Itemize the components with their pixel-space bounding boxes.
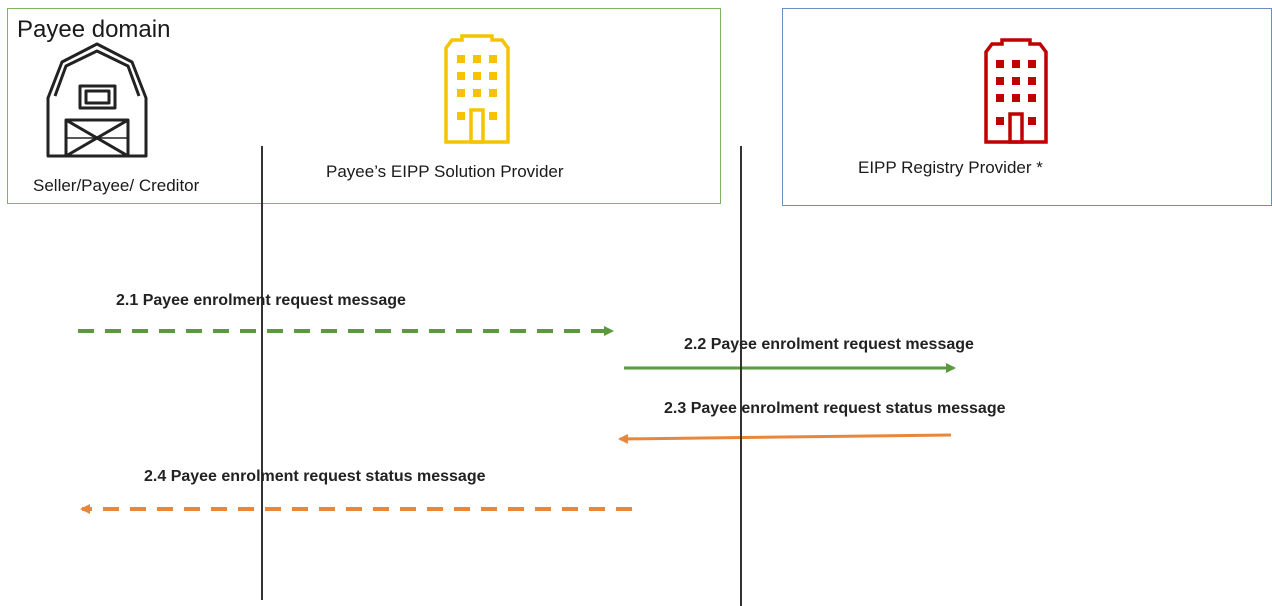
actor-label-solution-provider: Payee’s EIPP Solution Provider [326,162,564,181]
message-label-2-3: 2.3 Payee enrolment request status messa… [664,400,1006,417]
message-arrow-2-3 [618,433,952,444]
barn-icon [46,42,148,158]
actor-label-seller: Seller/Payee/ Creditor [33,176,200,195]
message-label-2-1: 2.1 Payee enrolment request message [116,292,406,309]
building-icon [984,38,1048,144]
message-label-2-2: 2.2 Payee enrolment request message [684,336,974,353]
message-label-2-4: 2.4 Payee enrolment request status messa… [144,468,486,485]
building-icon [444,34,510,144]
payee-domain-box [7,8,721,204]
lifeline-solution-provider [740,146,742,606]
payee-domain-title: Payee domain [17,16,171,43]
lifeline-seller [261,146,263,600]
actor-label-registry-provider: EIPP Registry Provider * [858,158,1043,177]
